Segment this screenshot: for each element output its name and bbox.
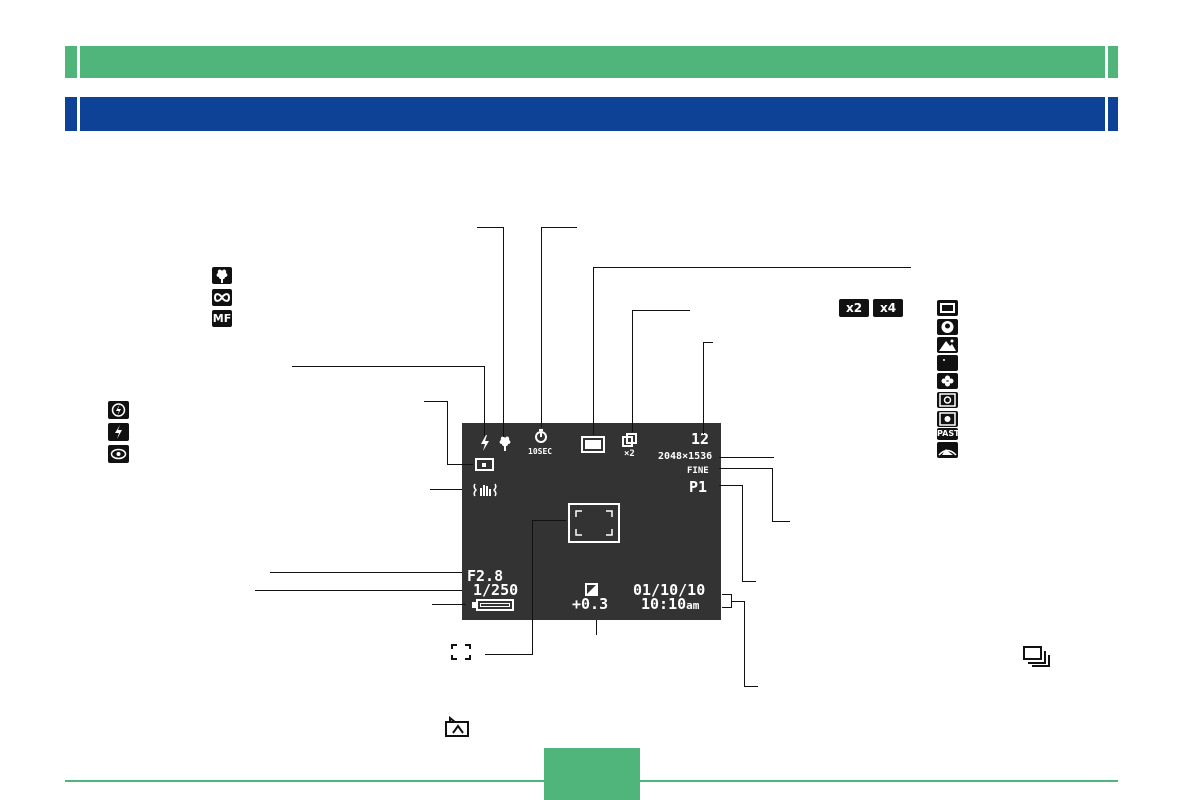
manual-focus-icon: MF (212, 310, 232, 327)
leader-line (532, 520, 533, 655)
time-display: 10:10am (641, 597, 699, 612)
page-number-tab (544, 748, 640, 800)
shutter-speed: 1/250 (473, 581, 519, 599)
exposure-compensation-icon (585, 583, 598, 596)
image-resolution: 2048×1536 (658, 451, 713, 462)
subheader-stripe-left (77, 97, 80, 131)
leader-line (744, 601, 745, 687)
leader-line (255, 590, 462, 591)
subheader-stripe-right (1105, 97, 1108, 131)
metering-frame (475, 458, 494, 471)
continuous-shutter-icon (1023, 646, 1050, 667)
leader-line (744, 686, 758, 687)
leader-line (593, 267, 911, 268)
shake-warning-icon (473, 483, 497, 497)
leader-line (703, 342, 713, 343)
leader-line (541, 227, 542, 427)
digital-zoom-label: ×2 (624, 449, 635, 459)
leader-line (292, 366, 484, 367)
leader-line (447, 401, 448, 464)
self-timer-label: 10SEC (528, 447, 553, 456)
time-ampm: am (686, 599, 700, 612)
recording-mode: P1 (689, 478, 708, 496)
leader-line (596, 620, 597, 635)
leader-line (719, 485, 742, 486)
image-quality: FINE (687, 466, 709, 476)
flash-off-icon (108, 401, 129, 419)
leader-line (731, 601, 745, 602)
past-scene-icon: PAST (937, 428, 958, 440)
leader-line (593, 267, 594, 435)
header-green-bar (65, 46, 1118, 78)
normal-scene-icon (937, 300, 958, 316)
record-mode-frame (581, 436, 605, 453)
header-stripe-left (77, 46, 80, 78)
shots-remaining: 12 (691, 430, 710, 448)
leader-line (772, 468, 773, 522)
battery-tip (472, 602, 476, 608)
macro-icon (499, 436, 511, 451)
coupling-scene-icon (937, 411, 958, 427)
leader-line (719, 457, 774, 458)
leader-line (632, 310, 690, 311)
flash-icon (481, 435, 489, 451)
macro-mode-icon (212, 267, 232, 284)
leader-line (485, 654, 533, 655)
time-value: 10:10 (641, 595, 687, 613)
best-shot-scene-icon (937, 392, 958, 408)
leader-line (447, 464, 473, 465)
scene-edit-icon (445, 716, 469, 737)
leader-line (477, 227, 504, 228)
zoom-x4-badge: x4 (873, 299, 903, 317)
date-display: 01/10/10 (633, 581, 706, 599)
leader-line (722, 594, 732, 595)
leader-line (719, 468, 772, 469)
digital-zoom-icon (622, 433, 637, 447)
portrait-scene-icon (937, 319, 958, 335)
red-eye-icon (108, 445, 129, 463)
leader-line (432, 604, 466, 605)
infinity-mode-icon (212, 289, 232, 306)
exposure-compensation-value: +0.3 (572, 595, 609, 613)
leader-line (424, 401, 448, 402)
self-timer-icon (535, 429, 547, 443)
leader-line (484, 366, 485, 436)
leader-line (270, 572, 462, 573)
leader-line (532, 520, 566, 521)
leader-line (742, 485, 743, 582)
leader-line (742, 581, 756, 582)
aperture-value: F2.8 (467, 567, 504, 585)
battery-indicator (476, 599, 514, 611)
flower-scene-icon (937, 373, 958, 389)
leader-line (703, 342, 704, 434)
lcd-monitor: 10SEC ×2 12 2048×1536 FINE P1 F2.8 1/250… (462, 423, 721, 620)
leader-line (430, 489, 462, 490)
night-scene-icon (937, 355, 958, 371)
leader-line (772, 521, 790, 522)
panorama-scene-icon (937, 442, 958, 458)
header-blue-bar (65, 97, 1118, 131)
header-stripe-right (1105, 46, 1108, 78)
af-area-icon (451, 644, 471, 660)
footer-line (65, 780, 1118, 782)
landscape-scene-icon (937, 337, 958, 353)
focus-frame (568, 503, 620, 543)
leader-line (722, 607, 732, 608)
leader-line (503, 227, 504, 437)
leader-line (541, 227, 577, 228)
zoom-x2-badge: x2 (839, 299, 869, 317)
flash-on-icon (108, 423, 129, 441)
leader-line (632, 310, 633, 432)
